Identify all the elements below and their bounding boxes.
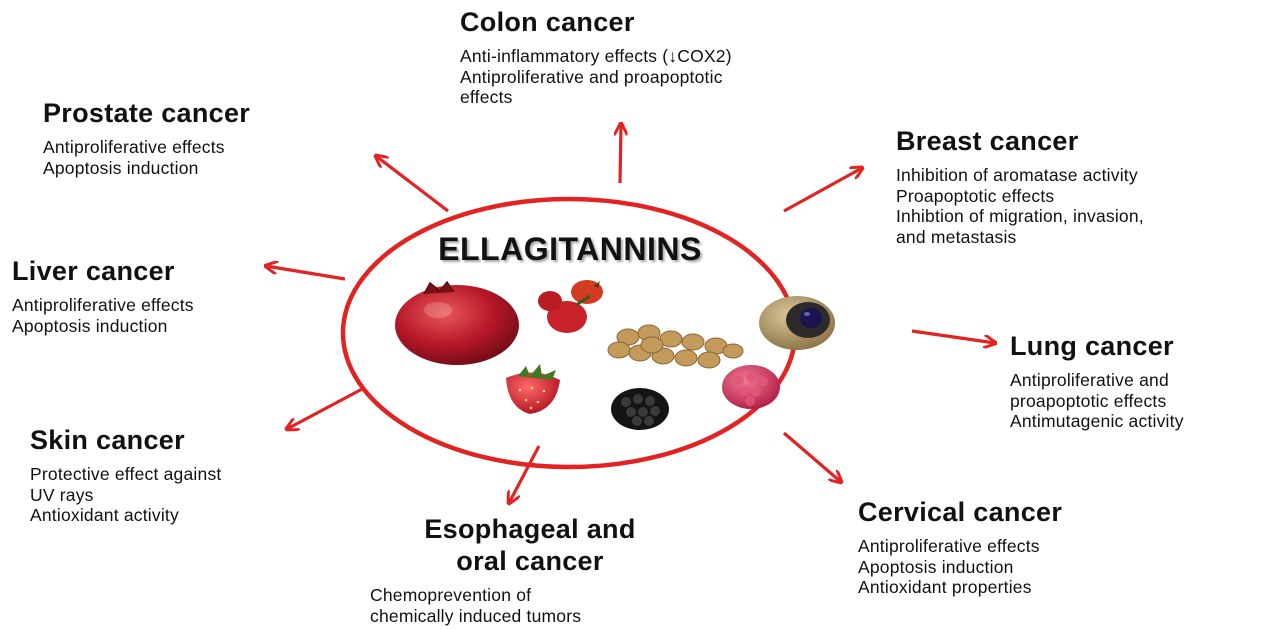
liver-effect: Apoptosis induction [12, 316, 194, 337]
strawberry-icon [506, 364, 560, 414]
breast-cancer-block: Breast cancer Inhibition of aromatase ac… [896, 125, 1144, 247]
skin-effect: Protective effect against [30, 464, 221, 485]
colon-cancer-title: Colon cancer [460, 6, 732, 38]
breast-effect: Proapoptotic effects [896, 186, 1144, 207]
arrow-to-prostate [376, 156, 448, 211]
skin-effect: UV rays [30, 485, 221, 506]
cervical-effect: Antioxidant properties [858, 577, 1062, 598]
arrow-to-cervical [784, 433, 841, 482]
esophageal-cancer-title: Esophageal and oral cancer [385, 513, 675, 577]
skin-cancer-block: Skin cancer Protective effect against UV… [30, 424, 221, 526]
lung-effect: proapoptotic effects [1010, 391, 1184, 412]
prostate-effect: Antiproliferative effects [43, 137, 250, 158]
esophageal-effect: Chemoprevention of [370, 585, 675, 606]
arrow-to-lung [912, 331, 995, 343]
esophageal-title-line2: oral cancer [456, 546, 603, 576]
cervical-cancer-title: Cervical cancer [858, 496, 1062, 528]
cervical-effect: Antiproliferative effects [858, 536, 1062, 557]
prostate-cancer-title: Prostate cancer [43, 97, 250, 129]
cervical-effect: Apoptosis induction [858, 557, 1062, 578]
center-title: ELLAGITANNINS [345, 231, 795, 268]
liver-effect: Antiproliferative effects [12, 295, 194, 316]
lung-cancer-title: Lung cancer [1010, 330, 1184, 362]
esophageal-effect: chemically induced tumors [370, 606, 675, 627]
longan-icon [759, 296, 835, 350]
breast-cancer-title: Breast cancer [896, 125, 1144, 157]
skin-cancer-title: Skin cancer [30, 424, 221, 456]
skin-effect: Antioxidant activity [30, 505, 221, 526]
lung-cancer-block: Lung cancer Antiproliferative and proapo… [1010, 330, 1184, 432]
lung-effect: Antimutagenic activity [1010, 411, 1184, 432]
prostate-cancer-block: Prostate cancer Antiproliferative effect… [43, 97, 250, 178]
arrow-to-esophageal [509, 446, 539, 503]
nuts-icon [608, 325, 743, 368]
colon-effect: Antiproliferative and proapoptotic [460, 67, 732, 88]
cervical-cancer-block: Cervical cancer Antiproliferative effect… [858, 496, 1062, 598]
arrows [266, 124, 995, 503]
arrow-to-liver [266, 266, 345, 279]
colon-effect: effects [460, 87, 732, 108]
liver-cancer-title: Liver cancer [12, 255, 194, 287]
pomegranate-icon [395, 282, 519, 365]
colon-cancer-block: Colon cancer Anti-inflammatory effects (… [460, 6, 732, 108]
esophageal-title-line1: Esophageal and [424, 514, 635, 544]
breast-effect: Inhibtion of migration, invasion, [896, 206, 1144, 227]
raspberry-icon [722, 365, 780, 409]
arrow-to-skin [287, 388, 364, 429]
colon-effect: Anti-inflammatory effects (↓COX2) [460, 46, 732, 67]
prostate-effect: Apoptosis induction [43, 158, 250, 179]
arrow-to-colon [620, 124, 621, 183]
liver-cancer-block: Liver cancer Antiproliferative effects A… [12, 255, 194, 336]
rosehip-icon [538, 280, 603, 333]
breast-effect: Inhibition of aromatase activity [896, 165, 1144, 186]
lung-effect: Antiproliferative and [1010, 370, 1184, 391]
blackberry-icon [611, 388, 669, 430]
arrow-to-breast [784, 168, 862, 211]
breast-effect: and metastasis [896, 227, 1144, 248]
esophageal-cancer-block: Esophageal and oral cancer Chemopreventi… [370, 513, 675, 626]
